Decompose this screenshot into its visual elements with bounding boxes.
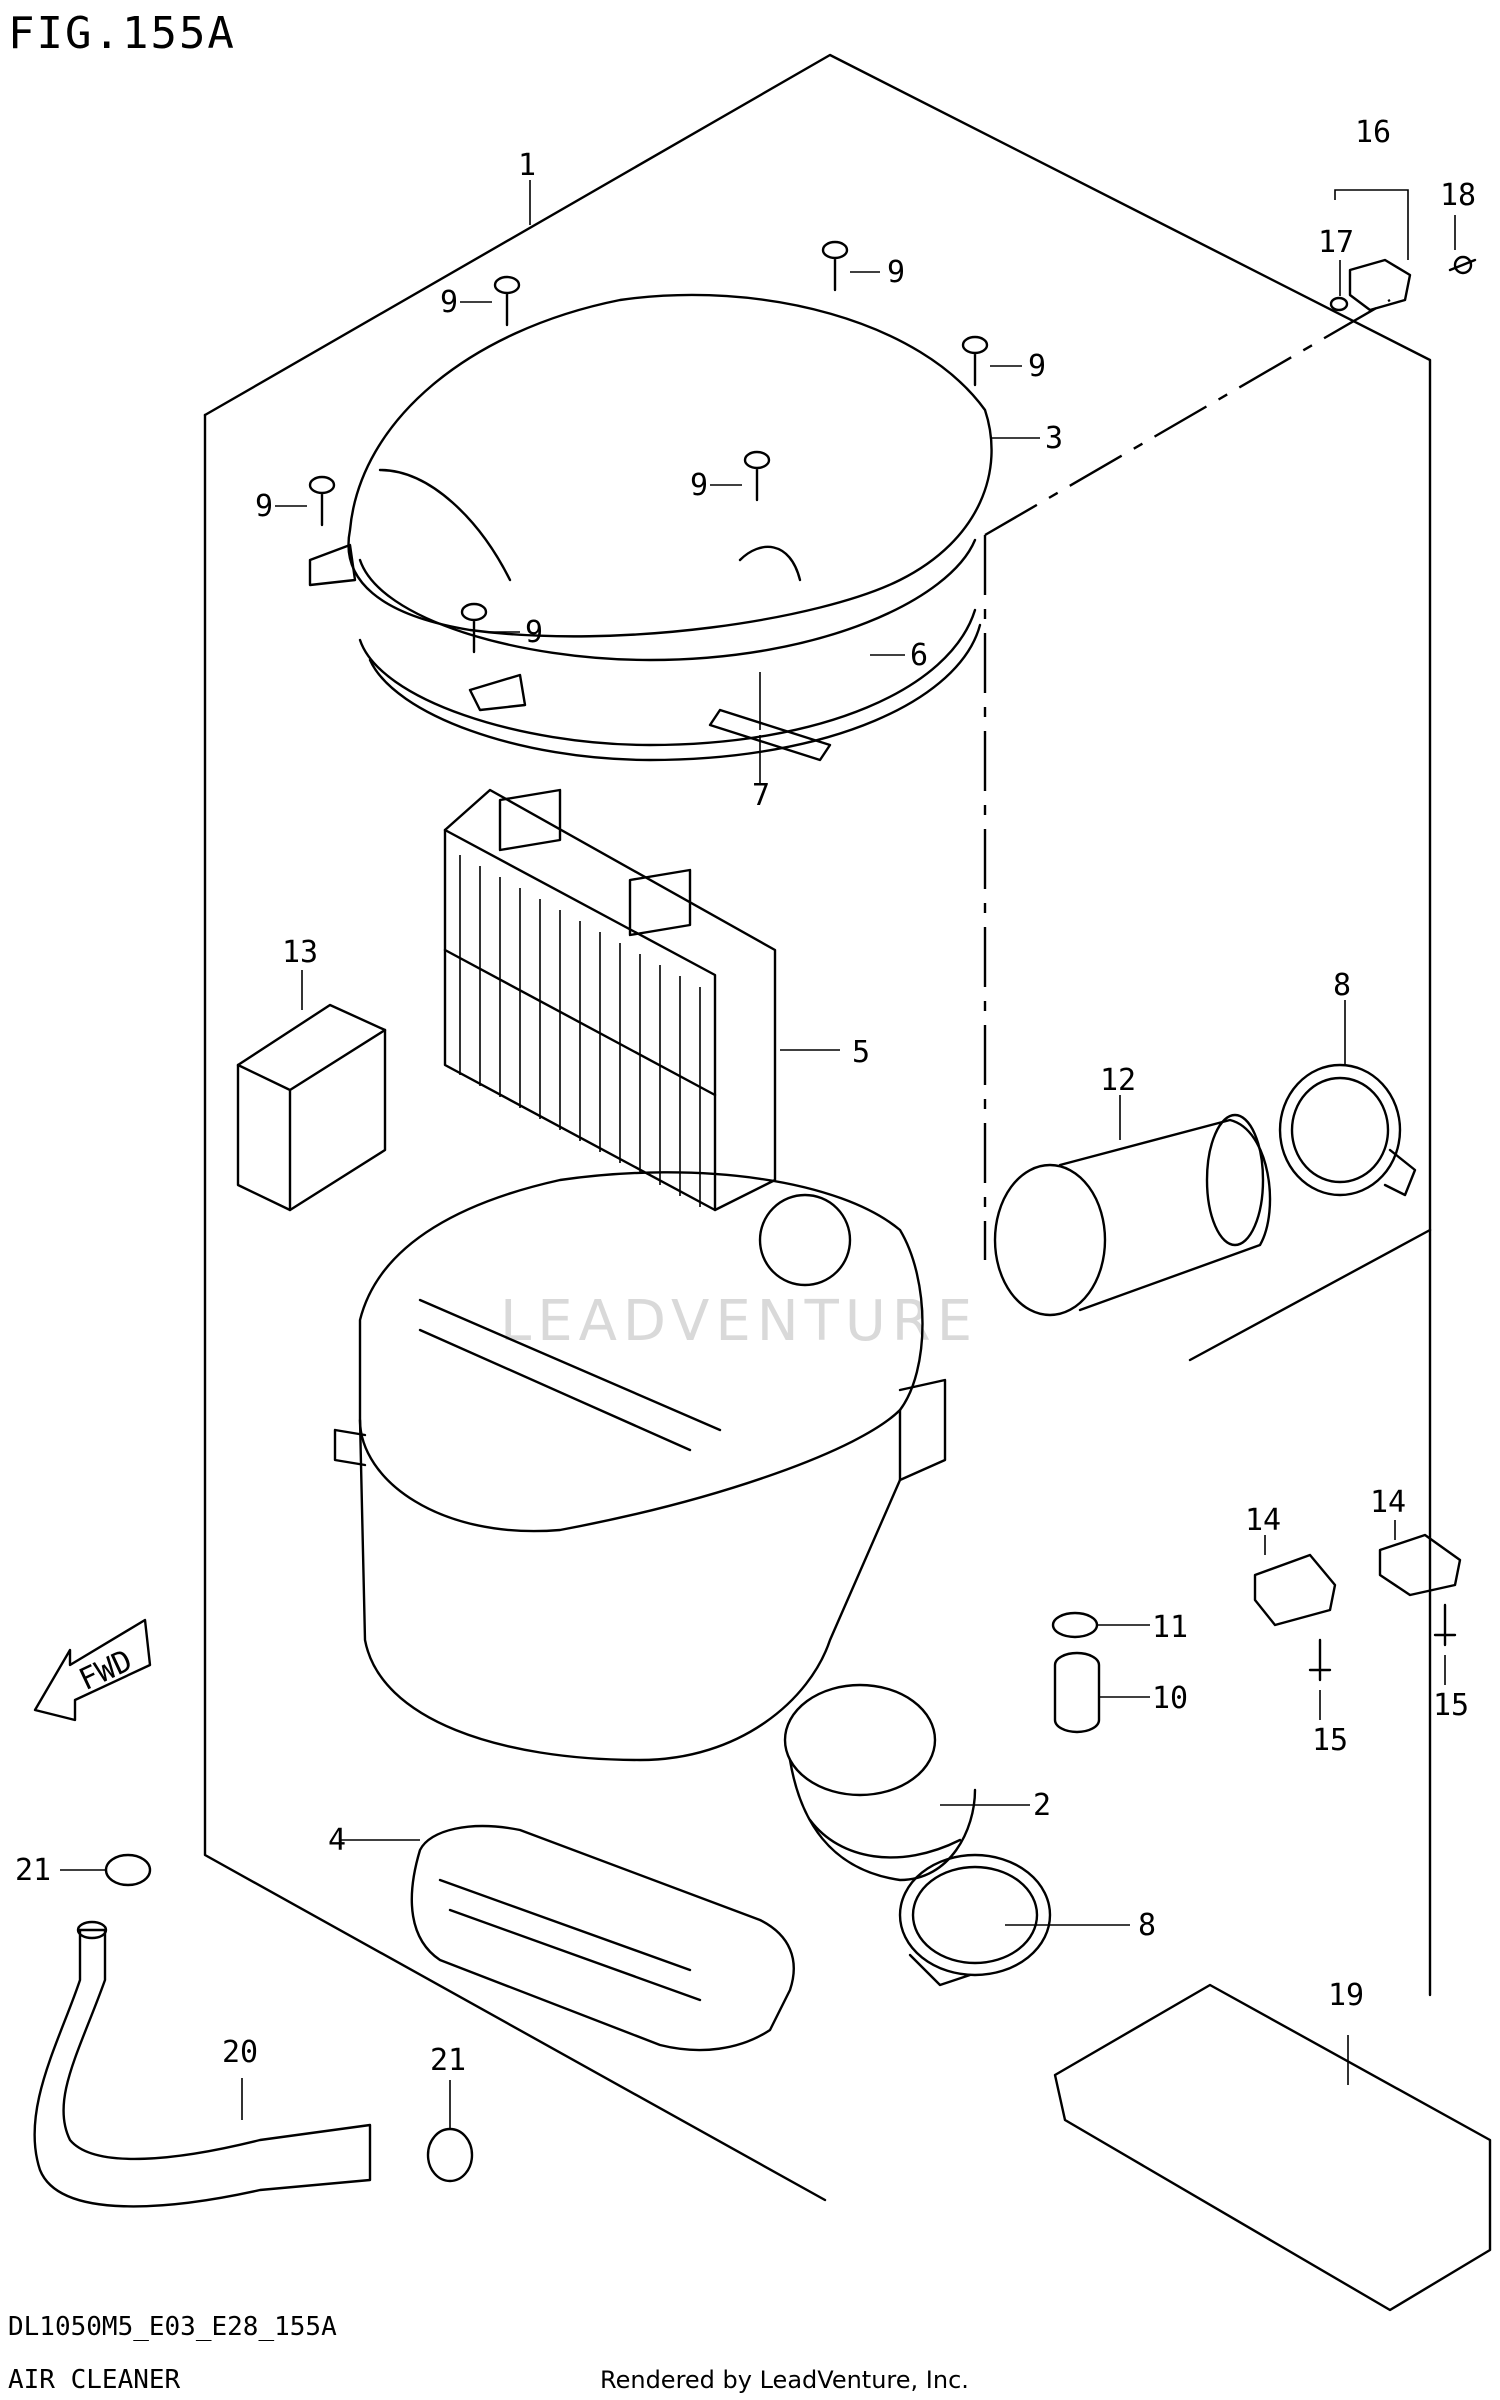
callout-13: 13 [282, 935, 318, 970]
drain-plug [1053, 1651, 1101, 1734]
filter-element [443, 788, 777, 1212]
section-name: AIR CLEANER [8, 2365, 181, 2395]
callout-20: 20 [222, 2035, 258, 2070]
hose-clip-upper [104, 1853, 152, 1887]
callout-17: 17 [1318, 225, 1354, 260]
protector-sheet [1053, 1983, 1492, 2312]
inlet-duct [410, 1824, 795, 2052]
callout-21-lower: 21 [430, 2043, 466, 2078]
callout-4: 4 [328, 1823, 346, 1858]
callout-9-b: 9 [887, 255, 905, 290]
fwd-label: FWD [74, 1643, 138, 1698]
callout-1: 1 [518, 148, 536, 183]
fwd-arrow-icon: FWD [33, 1618, 152, 1722]
callout-5: 5 [852, 1035, 870, 1070]
credit-line: Rendered by LeadVenture, Inc. [600, 2366, 969, 2394]
leader-lines [60, 180, 1456, 2128]
hose-clip-lower [426, 2127, 474, 2183]
sensor-left [1253, 1553, 1337, 1682]
callout-11: 11 [1152, 1610, 1188, 1645]
callout-9-f: 9 [525, 615, 543, 650]
callout-labels: 1 2 3 4 5 6 7 8 8 9 9 9 9 9 9 10 11 12 1… [15, 115, 1476, 2078]
intake-funnel [993, 1113, 1272, 1317]
upper-case-cover [308, 293, 993, 712]
figure-title: FIG.155A [8, 8, 236, 59]
callout-16: 16 [1355, 115, 1391, 150]
hose-clamp-lower [898, 1853, 1052, 1987]
breather-hose [33, 1920, 372, 2208]
callout-8-lower: 8 [1138, 1908, 1156, 1943]
iat-sensor-group [1329, 255, 1477, 312]
lower-case [333, 1171, 947, 1762]
cover-screws [308, 240, 989, 654]
callout-9-e: 9 [690, 468, 708, 503]
callout-7: 7 [752, 778, 770, 813]
element-pad [236, 1003, 387, 1212]
watermark: LEADVENTURE [500, 1289, 978, 1354]
callout-15-left: 15 [1312, 1723, 1348, 1758]
callout-10: 10 [1152, 1681, 1188, 1716]
callout-2: 2 [1033, 1788, 1051, 1823]
case-gasket [358, 608, 982, 762]
callout-19: 19 [1328, 1978, 1364, 2013]
outlet-tube [783, 1683, 977, 1882]
callout-14-left: 14 [1245, 1503, 1281, 1538]
callout-3: 3 [1045, 421, 1063, 456]
callout-15-right: 15 [1433, 1688, 1469, 1723]
callout-21-upper: 21 [15, 1853, 51, 1888]
callout-18: 18 [1440, 178, 1476, 213]
sensor-right [1378, 1533, 1462, 1647]
hose-clamp-upper [1278, 1063, 1417, 1197]
model-code: DL1050M5_E03_E28_155A [8, 2312, 337, 2342]
callout-9-a: 9 [440, 285, 458, 320]
callout-8-upper: 8 [1333, 968, 1351, 1003]
callout-12: 12 [1100, 1063, 1136, 1098]
seal-strip [708, 708, 832, 762]
drain-clip [1051, 1611, 1099, 1639]
assembly-outline [203, 53, 1432, 2202]
callout-6: 6 [910, 638, 928, 673]
callout-14-right: 14 [1370, 1485, 1406, 1520]
callout-9-c: 9 [1028, 349, 1046, 384]
callout-9-d: 9 [255, 489, 273, 524]
